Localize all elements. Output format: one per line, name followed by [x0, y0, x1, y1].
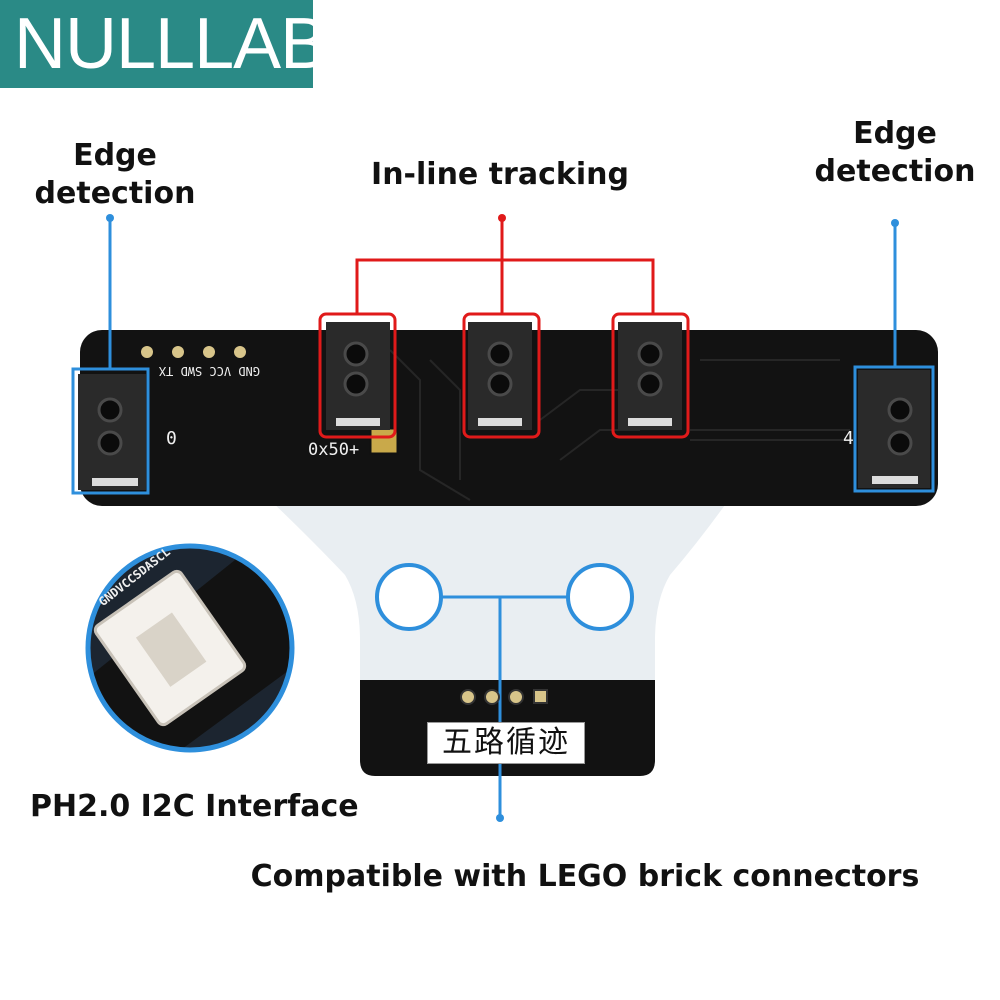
logo-text: NULLLAB [14, 4, 328, 84]
label-edge-detection-left: Edge detection [34, 138, 196, 211]
header-pin [234, 346, 246, 358]
lego-callout-dot [496, 814, 504, 822]
ir-sensor-inline-3 [618, 322, 682, 430]
header-pin [203, 346, 215, 358]
board-chinese-label: 五路循迹 [427, 722, 585, 764]
bottom-pin [460, 689, 476, 705]
inline-callout-dot [498, 214, 506, 222]
mounting-plate [268, 498, 730, 690]
sensor-index-right: 4 [843, 428, 854, 449]
ir-sensor-edge-right [858, 370, 930, 488]
header-pin [141, 346, 153, 358]
bottom-pin-square [533, 689, 548, 704]
ir-sensor-inline-1 [326, 322, 390, 430]
sensor-index-left: 0 [166, 428, 177, 449]
bottom-pin [508, 689, 524, 705]
i2c-address-label: 0x50+ [308, 440, 360, 460]
edge-callout-dot-right [891, 219, 899, 227]
inline-callout-bracket [355, 258, 655, 314]
bottom-pin [484, 689, 500, 705]
label-edge-detection-right: Edge detection [814, 116, 976, 189]
lego-hole-right [566, 563, 634, 631]
edge-callout-dot-left [106, 214, 114, 222]
i2c-zoom-inset [88, 546, 292, 750]
header-pin [172, 346, 184, 358]
brand-logo: NULLLAB [0, 0, 328, 88]
pcb-pin-labels: GND VCC SWD TX [158, 364, 260, 378]
lego-hole-left [375, 563, 443, 631]
label-i2c-interface: PH2.0 I2C Interface [30, 789, 359, 824]
inline-callout-box-3 [611, 312, 690, 439]
label-lego-compatible: Compatible with LEGO brick connectors [250, 859, 920, 894]
label-inline-tracking: In-line tracking [371, 157, 629, 192]
ir-sensor-inline-2 [468, 322, 532, 430]
i2c-zoom-ring [85, 543, 295, 753]
address-chip [368, 426, 400, 456]
ir-sensor-edge-left [78, 374, 146, 490]
